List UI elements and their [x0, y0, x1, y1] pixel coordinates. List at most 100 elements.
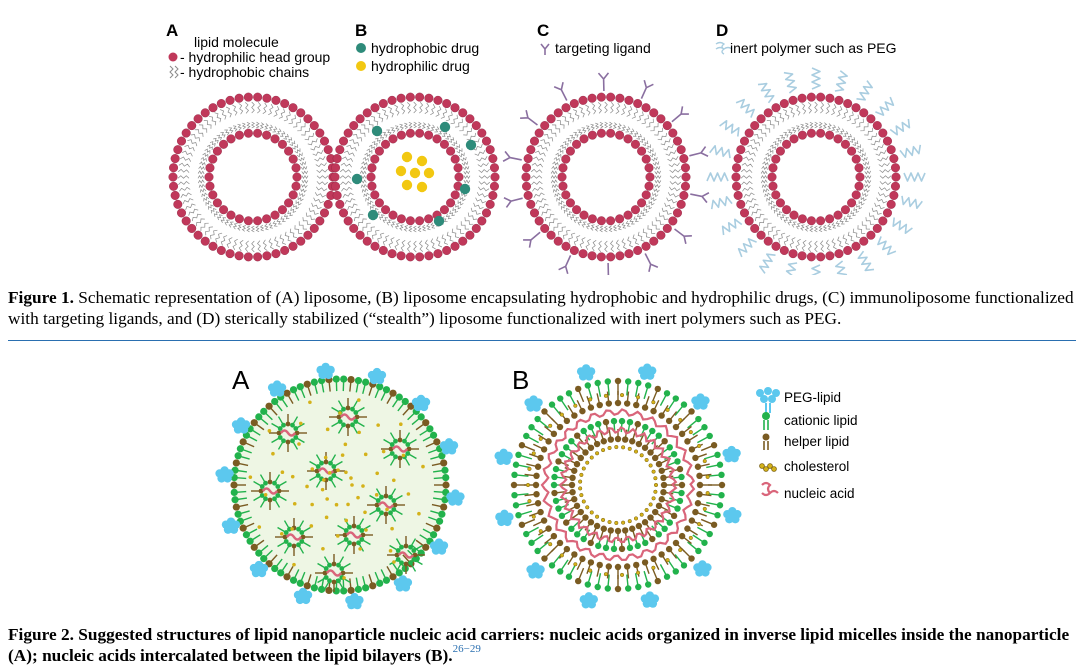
- lipid-head: [676, 145, 686, 155]
- lipid-tail: [451, 127, 472, 147]
- lipid-head: [840, 139, 850, 149]
- targeting-ligand: [674, 228, 692, 245]
- lipid-head: [271, 397, 279, 406]
- lipid-head: [374, 146, 384, 156]
- peg-lipid: [529, 399, 538, 408]
- lipid-head: [624, 585, 632, 592]
- lipid-head: [319, 460, 324, 466]
- lipid-head: [291, 181, 301, 191]
- lipid-tail: [454, 132, 477, 150]
- lipid-head: [587, 444, 595, 451]
- lipid-head: [396, 130, 406, 140]
- lipid-tail: [300, 162, 327, 171]
- lipid-head: [230, 488, 238, 496]
- lipid-head: [600, 438, 607, 445]
- lipid-head: [569, 474, 576, 482]
- cholesterol: [614, 444, 619, 450]
- lipid-tail: [356, 129, 378, 147]
- cholesterol: [327, 470, 332, 475]
- lipid-head: [422, 543, 430, 551]
- lipid-tail: [773, 217, 790, 240]
- lipid-head: [490, 172, 500, 182]
- lipid-tail: [198, 124, 219, 144]
- lipid-head: [634, 420, 641, 428]
- lipid-head: [523, 154, 533, 164]
- lipid-tail: [280, 216, 298, 239]
- lipid-tail: [250, 101, 256, 129]
- lipid-head: [375, 498, 381, 503]
- lipid-head: [216, 99, 226, 109]
- lipid-tail: [349, 139, 373, 154]
- lipid-head: [270, 210, 280, 220]
- lipid-head: [771, 103, 781, 113]
- targeting-ligand: [503, 197, 523, 208]
- lipid-head: [847, 198, 857, 208]
- lipid-head: [351, 523, 357, 529]
- lipid-tail: [250, 225, 256, 253]
- lipid-tail: [394, 224, 404, 250]
- lipid-head: [771, 154, 781, 164]
- lipid-tail: [549, 207, 570, 227]
- cholesterol: [527, 499, 532, 504]
- lipid-tail: [813, 101, 819, 129]
- lipid-head: [277, 435, 283, 440]
- lipid-head: [678, 489, 685, 497]
- lipid-tail: [846, 213, 866, 234]
- lipid-head: [587, 423, 594, 431]
- lipid-head: [399, 544, 404, 550]
- lipid-tail: [852, 127, 873, 147]
- lipid-head: [652, 508, 659, 516]
- lipid-tail: [182, 192, 208, 205]
- lipid-head: [291, 543, 297, 549]
- legend-nucleic-acid: nucleic acid: [784, 486, 855, 501]
- lipid-tail: [417, 101, 424, 129]
- lipid-tail: [452, 207, 474, 225]
- cholesterol: [653, 482, 659, 488]
- lipid-head: [641, 519, 649, 526]
- lipid-head: [641, 154, 651, 164]
- cholesterol: [538, 529, 543, 534]
- lipid-head: [277, 426, 283, 431]
- lipid-head: [438, 510, 446, 518]
- lipid-head: [782, 205, 792, 215]
- lipid-head: [330, 172, 340, 182]
- lipid-tail: [748, 196, 773, 211]
- lipid-head: [226, 134, 236, 144]
- lipid-tail: [441, 114, 458, 137]
- hydrophobic-drug: [439, 121, 451, 133]
- lipid-tail: [350, 200, 374, 216]
- lipid-head: [303, 230, 313, 240]
- lipid-head: [684, 525, 691, 532]
- cholesterol: [324, 515, 329, 520]
- peg-chain: [709, 145, 731, 159]
- targeting-ligand: [523, 231, 541, 248]
- cholesterol: [665, 558, 670, 563]
- lipid-tail: [653, 162, 680, 171]
- lipid-head: [388, 210, 398, 220]
- nucleic-acid-icon: [761, 481, 779, 497]
- lipid-tail: [636, 213, 656, 234]
- lipid-tail: [430, 222, 443, 248]
- lipid-tail: [740, 168, 768, 175]
- cholesterol: [635, 395, 641, 400]
- lipid-tail: [372, 217, 389, 240]
- lipid-head: [239, 524, 247, 532]
- lipid-head: [626, 418, 634, 426]
- lipid-head: [534, 500, 542, 507]
- lipid-tail: [640, 210, 661, 230]
- lipid-tail: [208, 115, 226, 138]
- targeting-ligand: [520, 109, 538, 126]
- liposome-d: [706, 67, 926, 275]
- lipid-head: [193, 114, 203, 124]
- lipid-tail: [642, 127, 663, 147]
- panel-letter-c: C: [537, 21, 549, 40]
- lipid-head: [408, 560, 413, 566]
- cholesterol: [665, 407, 670, 412]
- lipid-head: [212, 198, 222, 208]
- lipid-tail: [568, 219, 583, 243]
- lipid-tail: [572, 109, 587, 134]
- lipid-head: [366, 172, 376, 182]
- lipid-head: [315, 473, 321, 478]
- lipid-head: [584, 382, 592, 389]
- lipid-head: [882, 136, 892, 146]
